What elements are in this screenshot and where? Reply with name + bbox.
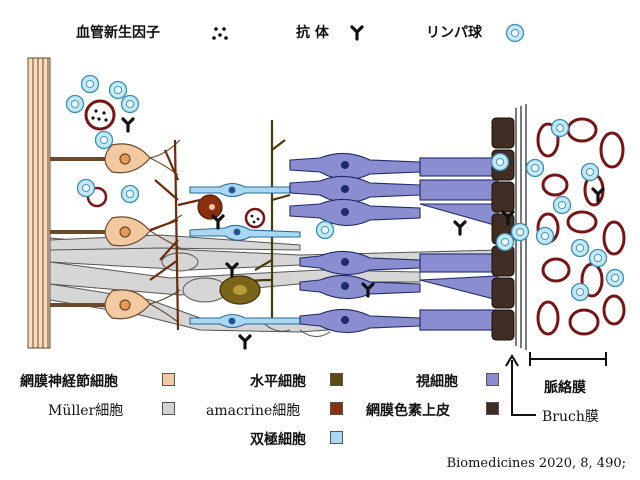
legend-antibody-label: 抗 体 [296,25,329,41]
legend-muller-label: Müller細胞 [48,403,124,419]
legend-rpe-swatch [486,402,499,415]
legend-bipolar-swatch [330,431,343,444]
legend-amacrine-swatch [330,402,343,415]
legend-horizontal-label: 水平細胞 [250,374,306,390]
choroid-bracket [529,352,607,366]
bruch-label: Bruch膜 [542,409,599,425]
choroid-label: 脈絡膜 [544,380,586,396]
vegf-symbol-icon [212,27,228,40]
legend-vegf-label: 血管新生因子 [76,25,160,41]
horizontal-cell [219,120,291,320]
bruch-arrow [505,354,536,416]
rpe-cells [491,117,515,341]
legend-ganglion-swatch [162,373,175,386]
inner-limiting-membrane [27,57,51,349]
legend-photoreceptor-swatch [486,373,499,386]
legend-lymphocyte-label: リンパ球 [426,25,482,41]
legend-amacrine-label: amacrine細胞 [206,403,301,419]
antibody-symbol-icon [350,25,364,41]
legend-rpe-label: 網膜色素上皮 [366,403,450,419]
legend-ganglion-label: 網膜神経節細胞 [20,374,118,390]
citation: Biomedicines 2020, 8, 490; [446,456,626,471]
legend-bipolar-label: 双極細胞 [250,432,306,448]
lymphocyte-symbol-icon [505,23,525,43]
legend-photoreceptor-label: 視細胞 [416,374,458,390]
legend-muller-swatch [162,402,175,415]
choroid-vessels [536,117,626,336]
amacrine-cell [149,139,223,331]
photoreceptors [289,152,499,334]
legend-horizontal-swatch [330,373,343,386]
